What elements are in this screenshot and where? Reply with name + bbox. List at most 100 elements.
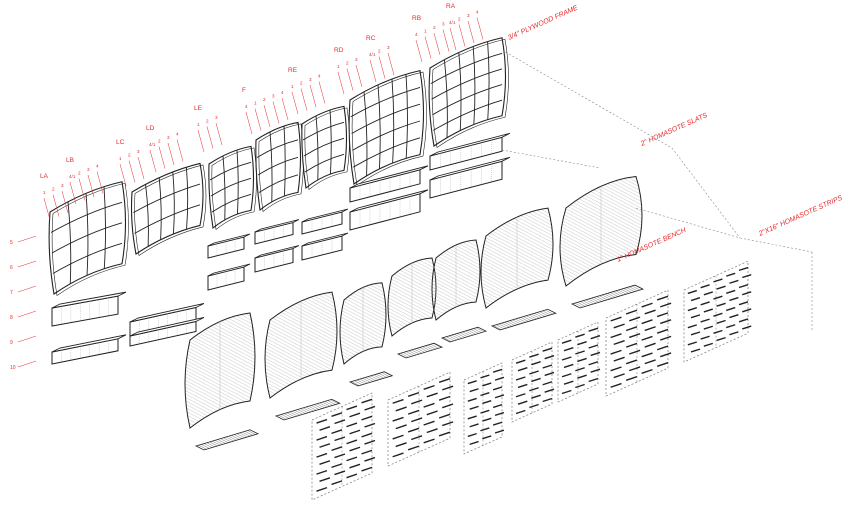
strip-piece <box>319 443 331 448</box>
frame-rib <box>377 84 381 169</box>
frame-panel <box>130 162 207 257</box>
strip-piece <box>482 399 492 405</box>
strip-piece <box>687 324 698 329</box>
tick-leader <box>272 101 280 124</box>
bench-top <box>207 233 251 247</box>
strip-piece <box>563 363 574 369</box>
strip-piece <box>361 398 373 404</box>
tick-leader <box>215 122 223 146</box>
strip-piece <box>334 419 346 425</box>
strip-piece <box>480 374 490 379</box>
strip-sheet <box>683 260 752 363</box>
slat-sheet <box>559 175 643 287</box>
tick-number: 3 <box>467 13 470 18</box>
strip-piece <box>613 356 625 362</box>
tick-number: 2 <box>128 153 131 158</box>
strip-piece <box>438 431 451 437</box>
tick-number: 2 <box>263 97 266 102</box>
strip-piece <box>467 415 477 420</box>
row-number: 8 <box>10 315 13 321</box>
strip-piece <box>588 344 599 349</box>
strip-piece <box>411 435 423 441</box>
frame-outline <box>428 37 507 147</box>
strip-piece <box>656 295 669 301</box>
tick-leader <box>309 84 317 108</box>
strip-piece <box>716 302 726 307</box>
strip-piece <box>442 421 454 427</box>
row-label-7: 7 <box>10 285 37 296</box>
frame-outline <box>255 121 302 212</box>
slat-sheet <box>431 239 481 321</box>
strip-piece <box>395 406 407 412</box>
strip-piece <box>690 348 701 353</box>
strip-piece <box>575 333 585 338</box>
frame-panel <box>48 181 129 297</box>
tick-leader <box>176 139 184 162</box>
strip-piece <box>361 415 373 421</box>
strip-piece <box>726 289 736 294</box>
strip-piece <box>531 394 541 399</box>
frame-rib <box>85 193 89 276</box>
tick-number: 1 <box>291 84 294 89</box>
frame-outline <box>208 145 255 230</box>
tick-leader <box>149 149 157 173</box>
tick-leader <box>369 59 377 83</box>
frame-rail <box>431 68 503 100</box>
frame-panel <box>428 37 509 149</box>
strip-piece <box>687 307 698 312</box>
strip-piece <box>590 368 601 373</box>
strip-piece <box>331 412 343 417</box>
tick-leader <box>337 71 345 95</box>
strip-piece <box>588 361 599 366</box>
frame-rib <box>443 59 448 138</box>
bench-top <box>349 189 429 213</box>
strip-piece <box>703 342 714 347</box>
plywood-frame-layer <box>48 37 511 365</box>
strip-piece <box>629 316 641 322</box>
strip-piece <box>542 397 553 403</box>
bench-plate <box>396 342 444 359</box>
strip-piece <box>742 325 752 330</box>
frame-thickness <box>304 107 350 191</box>
strip-piece <box>544 371 555 377</box>
strip-piece <box>542 381 553 386</box>
strip-piece <box>729 314 739 319</box>
strip-piece <box>590 335 601 340</box>
strip-outline <box>683 260 749 363</box>
frame-rail <box>133 183 201 214</box>
tick-number: 2 <box>458 17 461 22</box>
strip-piece <box>346 473 358 479</box>
strip-piece <box>426 392 438 398</box>
bench-box <box>429 132 511 171</box>
frame-rib <box>145 184 149 247</box>
strip-piece <box>575 367 585 372</box>
strip-piece <box>407 427 420 433</box>
strip-piece <box>729 296 739 302</box>
strip-piece <box>729 331 739 336</box>
tick-leader <box>346 68 354 91</box>
strip-piece <box>426 410 438 416</box>
frame-thickness <box>351 71 427 187</box>
strip-sheet <box>463 362 505 455</box>
tick-leader <box>197 129 205 153</box>
strip-outline <box>311 392 373 501</box>
strip-sheet <box>511 341 555 423</box>
strip-piece <box>610 316 622 322</box>
panel-code: LB <box>66 157 74 164</box>
strip-outline <box>387 371 451 467</box>
strip-piece <box>644 342 656 348</box>
strip-piece <box>494 429 505 434</box>
panel-code: LA <box>40 173 49 180</box>
strip-piece <box>644 309 656 315</box>
tick-leader <box>424 36 432 59</box>
tick-leader <box>387 52 395 76</box>
strip-piece <box>529 387 539 392</box>
row-number: 9 <box>10 340 13 346</box>
guide-line <box>671 147 741 239</box>
strip-piece <box>656 345 669 351</box>
strip-piece <box>517 367 528 372</box>
strip-piece <box>364 439 376 445</box>
frame-thickness <box>51 182 129 297</box>
